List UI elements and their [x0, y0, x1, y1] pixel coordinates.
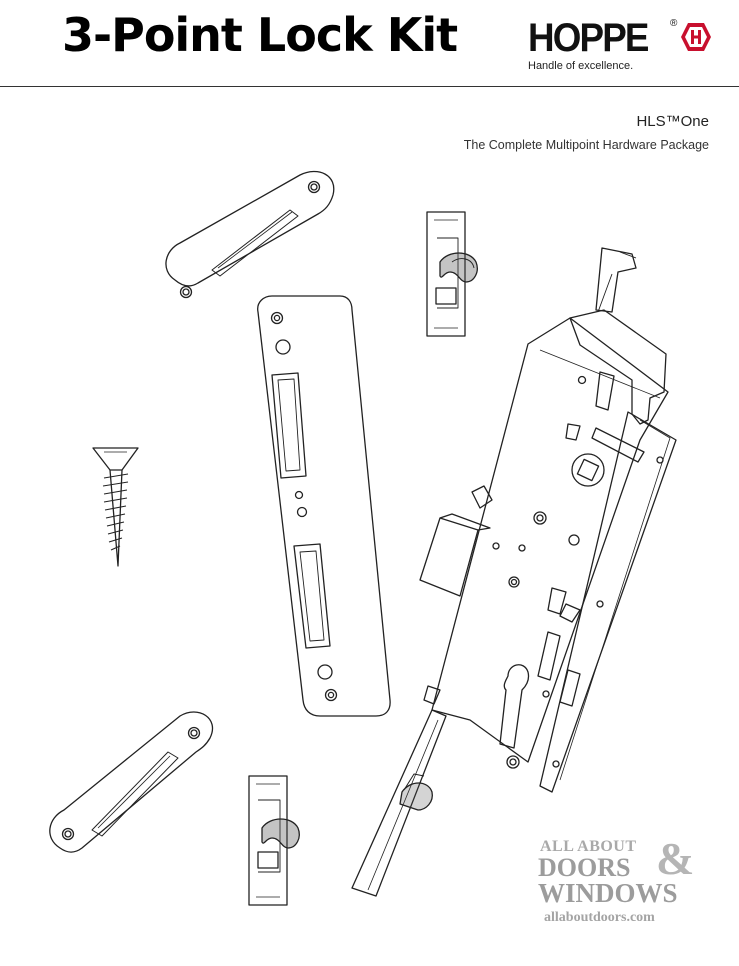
bottom-strike-plate — [49, 711, 213, 853]
watermark-ampersand: & — [656, 833, 695, 884]
brand-name: HOPPE — [528, 16, 649, 60]
mortise-lock-body — [351, 247, 677, 897]
page-title: 3-Point Lock Kit — [62, 8, 458, 62]
watermark-line-1: ALL ABOUT — [540, 838, 637, 855]
top-strike-plate — [165, 170, 335, 299]
watermark-line-2: DOORS — [538, 853, 631, 882]
hoppe-logo-icon — [681, 23, 711, 51]
top-hook-keeper — [426, 211, 478, 337]
brand-block: HOPPE ® Handle of excellence. — [528, 18, 728, 72]
watermark: ALL ABOUT DOORS & WINDOWS allaboutdoors.… — [538, 833, 708, 926]
brand-registered-mark: ® — [670, 18, 678, 29]
watermark-url: allaboutdoors.com — [544, 910, 655, 926]
header-divider — [0, 86, 739, 87]
product-subtitle: The Complete Multipoint Hardware Package — [463, 138, 709, 152]
brand-tagline: Handle of excellence. — [528, 60, 634, 72]
center-strike-plate — [257, 295, 391, 717]
bottom-hook-keeper — [248, 775, 300, 906]
screw — [92, 447, 139, 567]
product-name: HLS™One — [636, 113, 709, 130]
watermark-line-3: WINDOWS — [538, 877, 678, 908]
